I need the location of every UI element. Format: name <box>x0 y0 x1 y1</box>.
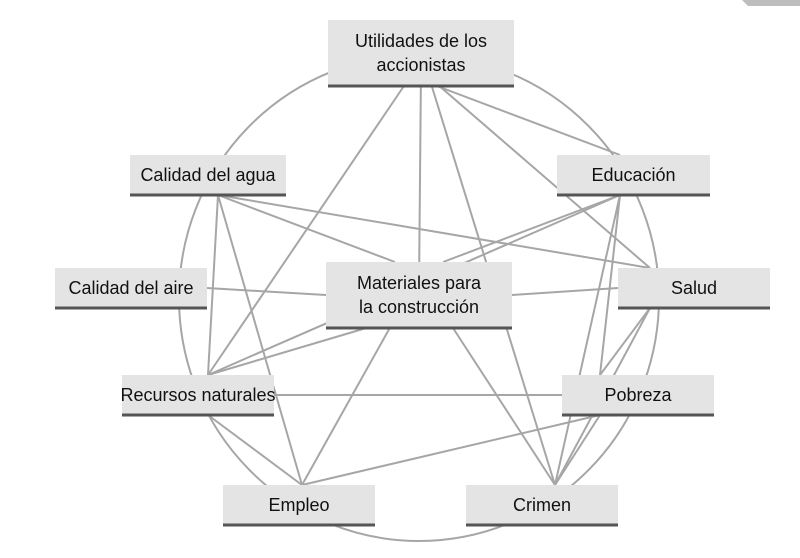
node-educacion: Educación <box>557 155 710 197</box>
edge-materiales-empleo <box>301 327 391 486</box>
edge-calidad-aire-materiales <box>206 287 327 296</box>
edge-utilidades-materiales <box>418 85 422 263</box>
node-label: Calidad del agua <box>140 165 276 185</box>
node-pobreza: Pobreza <box>562 375 714 417</box>
node-box <box>328 20 514 86</box>
edge-pobreza-crimen <box>554 414 601 486</box>
edge-educacion-materiales <box>442 194 621 263</box>
node-label: Materiales para <box>357 273 482 293</box>
node-label: Educación <box>591 165 675 185</box>
node-label: Crimen <box>513 495 571 515</box>
node-label: Utilidades de los <box>355 31 487 51</box>
edge-salud-pobreza <box>599 307 651 376</box>
node-empleo: Empleo <box>223 485 375 527</box>
node-box <box>618 268 770 308</box>
edge-calidad-agua-materiales <box>217 194 396 263</box>
node-box <box>223 485 375 525</box>
node-box <box>466 485 618 525</box>
node-label: Empleo <box>268 495 329 515</box>
edge-calidad-agua-recursos <box>207 194 219 376</box>
node-box <box>326 262 512 328</box>
node-label: Salud <box>671 278 717 298</box>
node-box <box>557 155 710 195</box>
edge-utilidades-educacion <box>436 85 621 156</box>
node-label: Recursos naturales <box>120 385 275 405</box>
edge-calidad-agua-salud <box>217 194 651 269</box>
node-salud: Salud <box>618 268 770 310</box>
node-box <box>562 375 714 415</box>
node-materiales: Materiales para la construcción <box>326 262 512 330</box>
node-utilidades: Utilidades de los accionistas <box>328 20 514 88</box>
node-box <box>55 268 207 308</box>
edge-educacion-crimen <box>554 194 621 486</box>
node-box <box>130 155 286 195</box>
edge-materiales-recursos <box>207 327 367 376</box>
edge-utilidades-recursos <box>207 85 405 376</box>
edge-pobreza-empleo <box>301 414 601 486</box>
node-label: Pobreza <box>604 385 672 405</box>
edge-recursos-empleo <box>207 414 303 486</box>
node-recursos: Recursos naturales <box>120 375 276 417</box>
node-box <box>122 375 274 415</box>
edge-educacion-pobreza <box>599 194 621 376</box>
node-calidad-aire: Calidad del aire <box>55 268 207 310</box>
edge-materiales-crimen <box>452 327 556 486</box>
node-calidad-agua: Calidad del agua <box>130 155 286 197</box>
corner-mark <box>742 0 800 6</box>
node-label: accionistas <box>376 55 465 75</box>
edge-calidad-agua-empleo <box>217 194 303 486</box>
node-label: la construcción <box>359 297 479 317</box>
node-crimen: Crimen <box>466 485 618 527</box>
node-label: Calidad del aire <box>68 278 193 298</box>
edge-materiales-salud <box>511 287 619 296</box>
